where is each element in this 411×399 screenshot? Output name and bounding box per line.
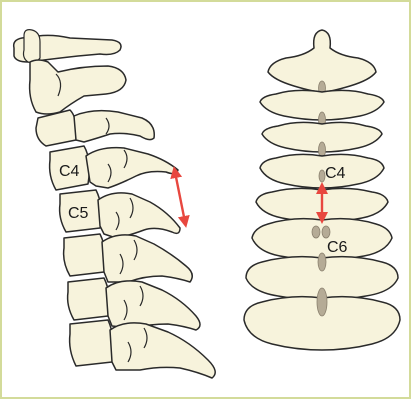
label-c5-lateral: C5 [68, 205, 89, 222]
label-c4-frontal: C4 [325, 165, 346, 182]
vertebra-c2-frontal [268, 30, 376, 95]
vertebra-c6-lateral [64, 234, 193, 282]
vertebra-c4-lateral: C4 [50, 146, 178, 190]
interspinous-distance-arrow [175, 172, 185, 222]
vertebra-c4-frontal [262, 122, 382, 158]
label-c6-frontal: C6 [327, 239, 348, 256]
vertebra-c5-lateral: C5 [60, 190, 180, 238]
vertebra-t1-frontal [244, 288, 400, 350]
vertebra-c5-frontal: C4 [260, 154, 384, 188]
label-c4-lateral: C4 [59, 163, 80, 180]
frontal-view: C4 C6 [244, 30, 400, 350]
lateral-view: C4 C5 [14, 30, 216, 378]
vertebra-c3-frontal [260, 90, 384, 128]
vertebra-c3-lateral [36, 110, 154, 146]
vertebra-c1-lateral [14, 30, 121, 63]
vertebra-c2-lateral [30, 60, 126, 114]
